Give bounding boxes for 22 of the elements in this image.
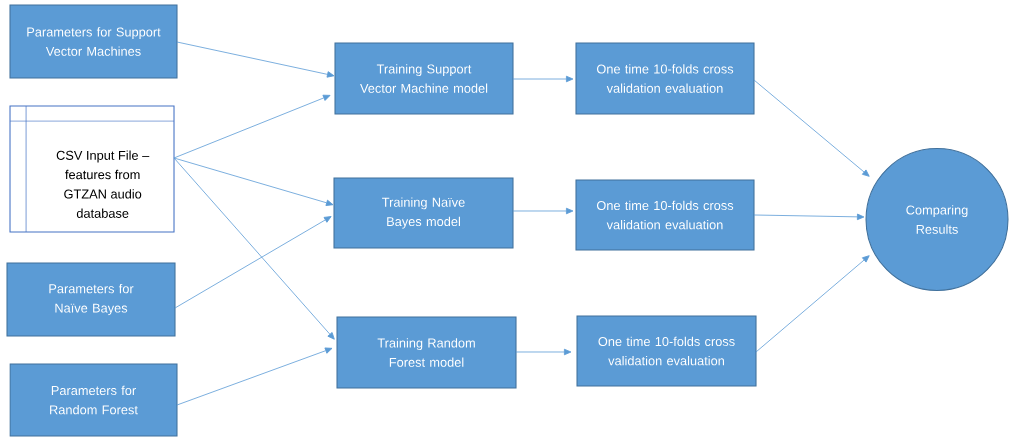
arrow: [174, 216, 332, 309]
arrow: [515, 348, 572, 356]
arrow: [512, 207, 574, 215]
process-box: One time 10-folds cross validation evaluation: [575, 179, 755, 251]
arrow: [755, 255, 870, 353]
arrow: [176, 41, 335, 78]
process-box: Training Naïve Bayes model: [333, 177, 514, 249]
file-box: CSV Input File – features from GTZAN audio database: [9, 105, 175, 233]
process-box: One time 10-folds cross validation evaluation: [575, 42, 755, 115]
process-box: Parameters for Random Forest: [9, 363, 178, 437]
arrow: [753, 213, 865, 221]
arrow: [512, 75, 574, 83]
arrow: [753, 79, 870, 177]
arrow: [173, 157, 335, 340]
arrow: [173, 94, 331, 159]
arrow: [173, 157, 334, 206]
arrow: [176, 347, 333, 406]
process-box: Training Random Forest model: [336, 316, 517, 389]
process-box: Parameters for Support Vector Machines: [9, 4, 178, 79]
process-box: Parameters for Naïve Bayes: [6, 262, 176, 337]
process-box: One time 10-folds cross validation evaluation: [576, 315, 757, 387]
process-box: Training Support Vector Machine model: [334, 42, 514, 115]
